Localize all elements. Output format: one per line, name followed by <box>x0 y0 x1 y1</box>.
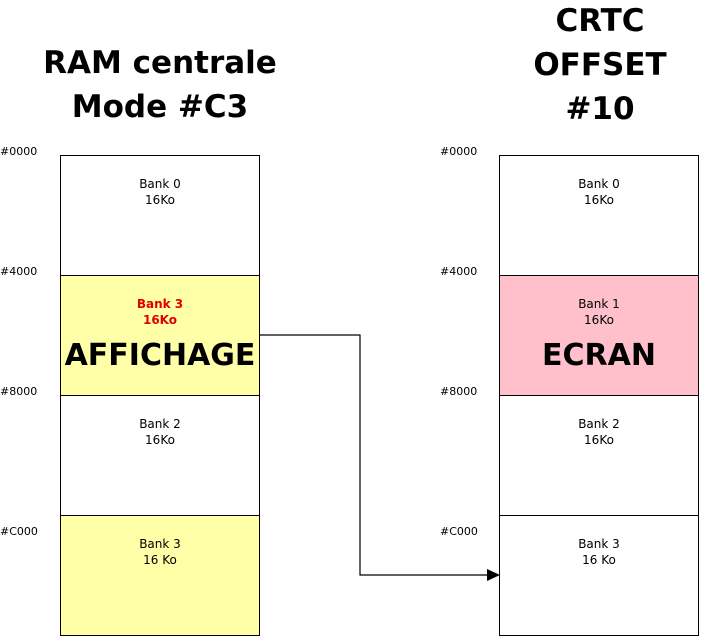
left-bank-block-1-display: Bank 3 16Ko AFFICHAGE <box>60 275 260 396</box>
ecran-label: ECRAN <box>542 338 656 373</box>
right-address-0000: #0000 <box>440 145 478 158</box>
ram-centrale-title-line1: RAM centrale <box>43 45 277 81</box>
ram-centrale-memory-map: Bank 0 16Ko Bank 3 16Ko AFFICHAGE Bank 2… <box>60 155 260 636</box>
left-address-4000: #4000 <box>0 265 38 278</box>
right-bank-name-2: Bank 2 <box>578 417 620 431</box>
left-address-c000: #C000 <box>0 525 38 538</box>
left-bank-name-1: Bank 3 <box>136 297 184 311</box>
left-bank-name-2: Bank 2 <box>139 417 181 431</box>
right-bank-label-3: Bank 3 16 Ko <box>500 536 698 568</box>
left-bank-label-2: Bank 2 16Ko <box>61 416 259 448</box>
left-bank-label-3: Bank 3 16 Ko <box>61 536 259 568</box>
left-bank-label-0: Bank 0 16Ko <box>61 176 259 208</box>
right-bank-size-1: 16Ko <box>584 313 614 327</box>
crtc-title-line1: CRTC <box>555 3 645 39</box>
crtc-title-line3: #10 <box>565 91 635 127</box>
right-bank-size-0: 16Ko <box>584 193 614 207</box>
right-bank-size-2: 16Ko <box>584 433 614 447</box>
right-bank-size-3: 16 Ko <box>582 553 616 567</box>
crtc-title-line2: OFFSET <box>533 47 667 83</box>
right-bank-name-3: Bank 3 <box>578 537 620 551</box>
connector-line <box>260 334 488 576</box>
right-bank-label-0: Bank 0 16Ko <box>500 176 698 208</box>
left-bank-label-1: Bank 3 16Ko <box>61 296 259 328</box>
right-bank-name-0: Bank 0 <box>578 177 620 191</box>
left-bank-block-3: Bank 3 16 Ko <box>60 515 260 636</box>
right-bank-block-2: Bank 2 16Ko <box>499 395 699 516</box>
left-bank-name-3: Bank 3 <box>139 537 181 551</box>
left-address-8000: #8000 <box>0 385 38 398</box>
left-bank-size-3: 16 Ko <box>143 553 177 567</box>
crtc-memory-map: Bank 0 16Ko Bank 1 16Ko ECRAN Bank 2 16K… <box>499 155 699 636</box>
left-bank-block-2: Bank 2 16Ko <box>60 395 260 516</box>
crtc-offset-title: CRTC OFFSET #10 <box>500 0 700 131</box>
right-bank-label-1: Bank 1 16Ko <box>500 296 698 328</box>
right-bank-name-1: Bank 1 <box>578 297 620 311</box>
left-address-0000: #0000 <box>0 145 38 158</box>
right-address-c000: #C000 <box>440 525 478 538</box>
left-bank-size-1: 16Ko <box>142 313 178 327</box>
ram-centrale-title: RAM centrale Mode #C3 <box>40 41 280 129</box>
ram-centrale-title-line2: Mode #C3 <box>71 89 249 125</box>
left-bank-name-0: Bank 0 <box>139 177 181 191</box>
left-bank-size-0: 16Ko <box>145 193 175 207</box>
affichage-label: AFFICHAGE <box>64 338 256 373</box>
right-address-4000: #4000 <box>440 265 478 278</box>
right-bank-label-2: Bank 2 16Ko <box>500 416 698 448</box>
right-bank-block-3: Bank 3 16 Ko <box>499 515 699 636</box>
left-bank-block-0: Bank 0 16Ko <box>60 155 260 276</box>
left-bank-size-2: 16Ko <box>145 433 175 447</box>
right-address-8000: #8000 <box>440 385 478 398</box>
right-bank-block-0: Bank 0 16Ko <box>499 155 699 276</box>
right-bank-block-1-screen: Bank 1 16Ko ECRAN <box>499 275 699 396</box>
